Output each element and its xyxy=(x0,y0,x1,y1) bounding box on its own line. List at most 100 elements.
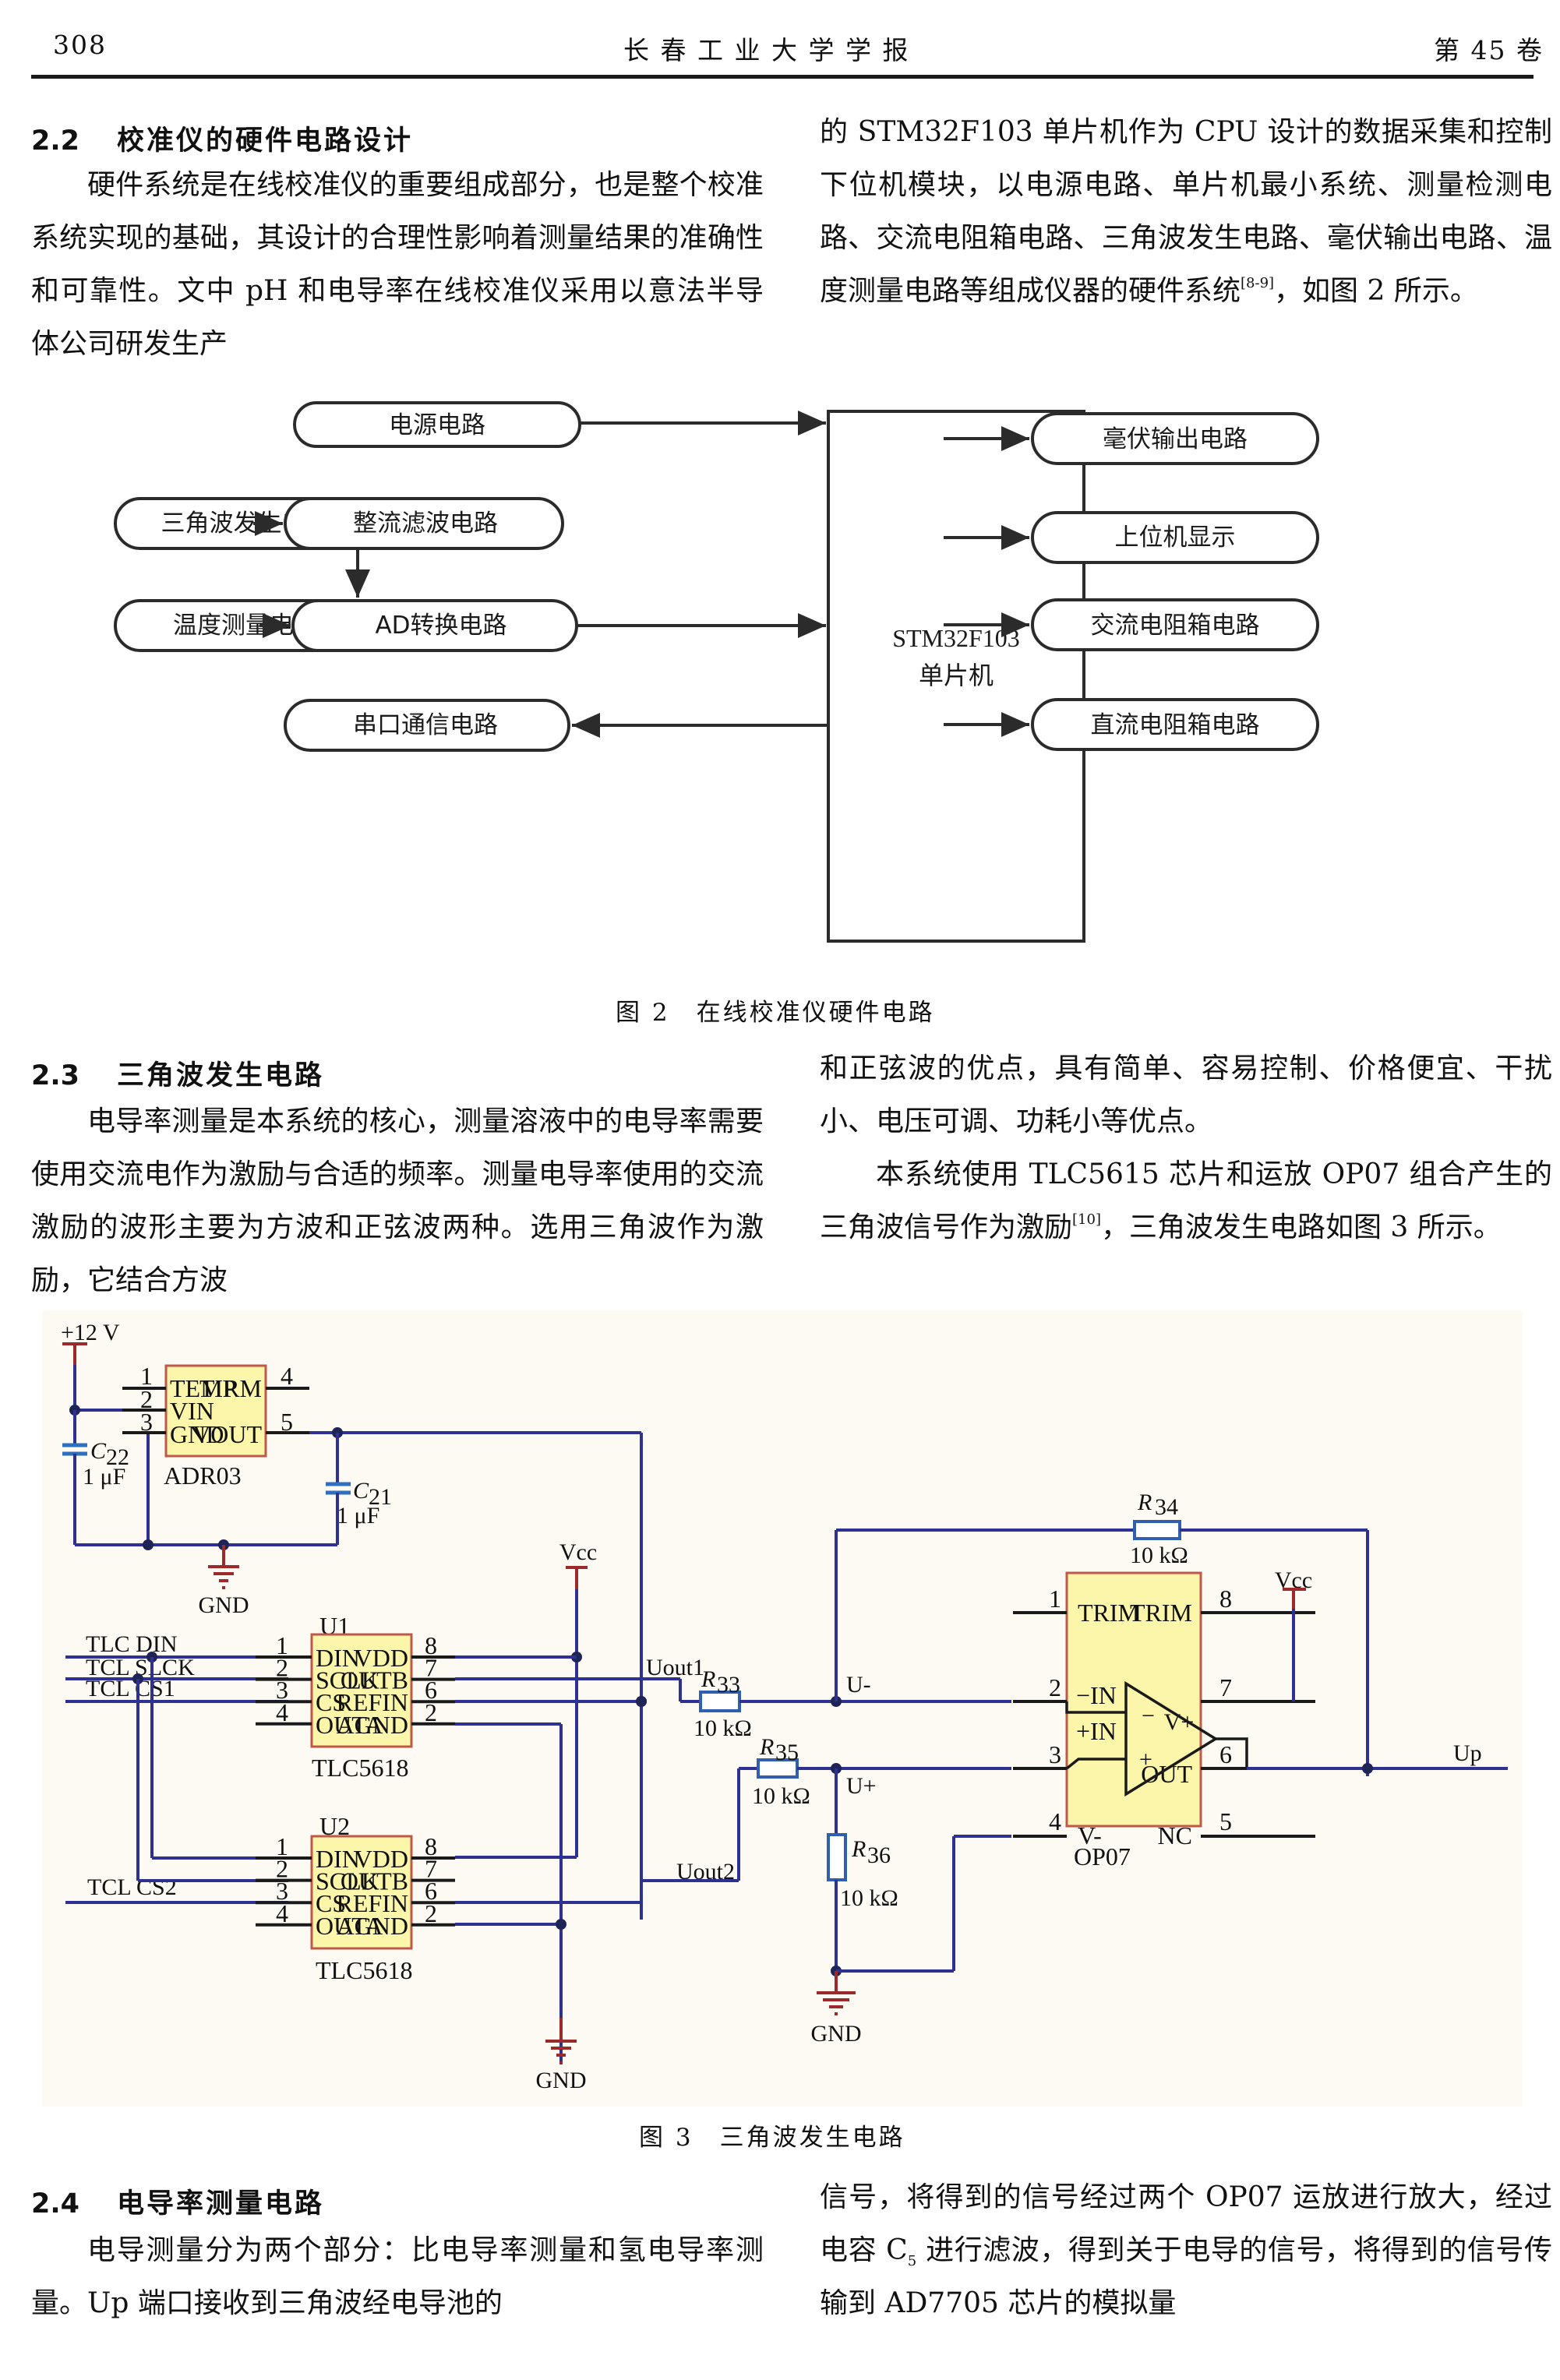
block-label: 整流滤波电路 xyxy=(353,509,498,538)
component-ref: C xyxy=(353,1478,369,1504)
pin-name: OUTB xyxy=(341,1666,408,1694)
paragraph-text: 的 STM32F103 单片机作为 CPU 设计的数据采集和控制下位机模块，以电… xyxy=(820,116,1552,307)
pin-number: 3 xyxy=(1049,1740,1061,1768)
chip-u1 xyxy=(310,1633,413,1748)
pin-name: OUTB xyxy=(341,1867,408,1895)
pin-name: AGND xyxy=(337,1912,408,1940)
pin-name: GND xyxy=(170,1420,224,1448)
cpu-block xyxy=(827,410,1085,943)
pin-name: SCLK xyxy=(316,1666,379,1694)
supply-label: +12 V xyxy=(61,1320,120,1345)
pin-number: 1 xyxy=(276,1631,288,1659)
pin-number: 7 xyxy=(425,1855,437,1883)
chip-name: ADR03 xyxy=(164,1461,242,1490)
paragraph: 电导率测量是本系统的核心，测量溶液中的电导率需要使用交流电作为激励与合适的频率。… xyxy=(31,1105,764,1296)
figure-3-schematic: +12 V C 22 1 μF 1 2 3 4 5 TEMP TIRM VIN … xyxy=(42,1310,1523,2107)
component-ref: R xyxy=(701,1666,715,1692)
pin-number: 4 xyxy=(276,1899,288,1927)
pin-name: TRIM xyxy=(1078,1599,1140,1627)
ground-symbol: GND xyxy=(199,1545,249,1618)
junction xyxy=(1362,1763,1373,1774)
pin-number: 1 xyxy=(140,1362,153,1390)
volume-label: 第 45 卷 xyxy=(1434,35,1544,65)
pin-number: 8 xyxy=(1219,1585,1232,1613)
journal-title: 长 春 工 业 大 学 学 报 xyxy=(623,35,910,65)
ground-label: GND xyxy=(536,2068,587,2093)
component-ref: R xyxy=(1137,1490,1152,1515)
component-value: 1 μF xyxy=(337,1503,379,1528)
component-ref-sub: 21 xyxy=(369,1484,392,1510)
paragraph: 和正弦波的优点，具有简单、容易控制、价格便宜、干扰小、电压可调、功耗小等优点。 xyxy=(820,1052,1552,1137)
pin-name: OUTA xyxy=(316,1711,383,1739)
paragraph-text: 本系统使用 TLC5615 芯片和运放 OP07 组合产生的三角波信号作为激励 xyxy=(820,1158,1552,1243)
pin-name: OUTA xyxy=(316,1912,383,1940)
net-label-tlc-din: TLC DIN xyxy=(86,1631,177,1657)
pin-name: NC xyxy=(1158,1821,1192,1849)
section-number: 2.2 xyxy=(31,125,80,157)
pin-number: 7 xyxy=(425,1654,437,1682)
capacitor-c21: C 21 1 μF xyxy=(326,1478,392,1528)
pin-number: 5 xyxy=(281,1408,293,1436)
resistor-r36: R 36 10 kΩ xyxy=(827,1833,898,1911)
pin-number: 2 xyxy=(425,1899,437,1927)
ground-symbol: GND xyxy=(536,2018,587,2093)
block-label: 电源电路 xyxy=(389,411,485,439)
paragraph-text: ，如图 2 所示。 xyxy=(1274,275,1478,307)
net-label-up: Up xyxy=(1453,1740,1482,1766)
pin-number: 8 xyxy=(425,1631,437,1659)
block-dc-resistor-box: 直流电阻箱电路 xyxy=(1031,698,1319,751)
block-label: 毫伏输出电路 xyxy=(1103,425,1248,453)
component-ref-sub: 34 xyxy=(1155,1494,1178,1520)
section-2-3-left-column: 电导率测量是本系统的核心，测量溶液中的电导率需要使用交流电作为激励与合适的频率。… xyxy=(31,1095,764,1307)
vcc-supply-op07: Vcc xyxy=(1275,1567,1312,1701)
vcc-supply: Vcc xyxy=(559,1539,597,1589)
component-value: 10 kΩ xyxy=(840,1885,898,1911)
pin-name: REFIN xyxy=(337,1688,408,1716)
component-value: 1 μF xyxy=(83,1464,125,1490)
pin-number: 6 xyxy=(425,1877,437,1905)
net-label-u-minus: U- xyxy=(846,1672,871,1698)
citation: [8-9] xyxy=(1241,275,1275,291)
block-millivolt-output: 毫伏输出电路 xyxy=(1031,412,1319,465)
header-rule xyxy=(31,75,1534,79)
paragraph: 电导测量分为两个部分：比电导率测量和氢电导率测量。Up 端口接收到三角波经电导池… xyxy=(31,2234,764,2319)
inverting-sign: − xyxy=(1142,1703,1155,1729)
component-value: 10 kΩ xyxy=(752,1783,810,1809)
net-label-u-plus: U+ xyxy=(846,1773,877,1799)
schematic-background xyxy=(42,1310,1523,2107)
cpu-label-line1: STM32F103 xyxy=(892,624,1020,652)
pin-name: AGND xyxy=(337,1711,408,1739)
noninverting-sign: + xyxy=(1139,1747,1152,1772)
resistor-r33: R 33 10 kΩ xyxy=(694,1666,752,1741)
section-2-4-right-column: 信号，将得到的信号经过两个 OP07 运放进行放大，经过电容 C5 进行滤波，得… xyxy=(820,2171,1552,2330)
section-title: 电导率测量电路 xyxy=(117,2188,325,2220)
pin-name: CS xyxy=(316,1889,346,1917)
pin-name: VDD xyxy=(355,1845,408,1873)
pin-number: 4 xyxy=(281,1362,293,1390)
chip-op07: 1 2 3 4 8 7 6 5 TRIM TRIM −IN +IN OUT V-… xyxy=(1013,1571,1315,1871)
block-label: 交流电阻箱电路 xyxy=(1091,612,1260,640)
resistor-r34: R 34 10 kΩ xyxy=(1130,1490,1188,1568)
pin-number: 1 xyxy=(276,1832,288,1860)
chip-adr03: 1 2 3 4 5 TEMP TIRM VIN GND VOUT ADR03 xyxy=(122,1362,309,1490)
pin-name: VOUT xyxy=(192,1420,262,1448)
pin-name: VDD xyxy=(355,1644,408,1672)
component-ref: C xyxy=(90,1438,107,1464)
component-value: 10 kΩ xyxy=(1130,1543,1188,1568)
component-ref-sub: 22 xyxy=(106,1444,129,1470)
pin-name: V- xyxy=(1078,1821,1102,1849)
section-2-4-left-column: 电导测量分为两个部分：比电导率测量和氢电导率测量。Up 端口接收到三角波经电导池… xyxy=(31,2224,764,2330)
block-label: 上位机显示 xyxy=(1115,524,1236,552)
component-ref: R xyxy=(851,1836,866,1862)
pin-number: 2 xyxy=(140,1385,153,1413)
net-label-tcl-cs2: TCL CS2 xyxy=(87,1874,177,1900)
ground-label: GND xyxy=(199,1592,249,1618)
component-value: 10 kΩ xyxy=(694,1715,752,1741)
ground-symbol: GND xyxy=(811,1971,862,2047)
pin-number: 2 xyxy=(1049,1673,1061,1701)
block-label: AD转换电路 xyxy=(375,612,506,640)
pin-number: 2 xyxy=(276,1654,288,1682)
